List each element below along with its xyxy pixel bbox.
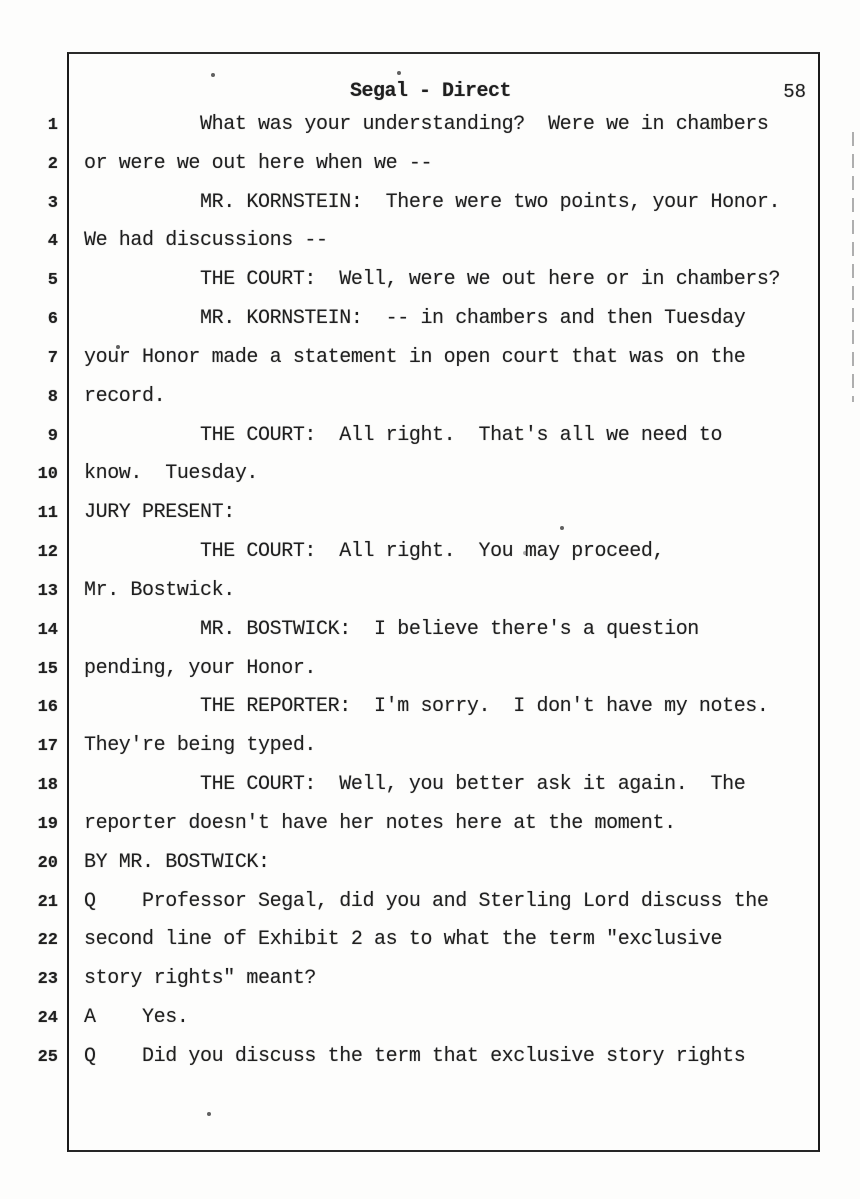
line-number: 13 [37, 581, 58, 601]
line-row: 14 MR. BOSTWICK: I believe there's a que… [0, 611, 860, 650]
line-number: 23 [37, 970, 58, 990]
line-row: 1 What was your understanding? Were we i… [0, 106, 860, 145]
line-text: Mr. Bostwick. [84, 578, 235, 602]
line-row: 8 record. [0, 378, 860, 417]
line-number: 20 [37, 853, 58, 873]
line-number: 2 [47, 154, 58, 174]
line-number: 9 [47, 426, 58, 446]
line-number: 5 [47, 271, 58, 291]
line-text: Q Professor Segal, did you and Sterling … [84, 889, 769, 913]
line-text: story rights" meant? [84, 967, 317, 991]
line-row: 18 THE COURT: Well, you better ask it ag… [0, 766, 860, 805]
page-border [67, 52, 820, 1152]
line-text: We had discussions -- [84, 229, 328, 253]
line-number: 25 [37, 1047, 58, 1067]
line-text: THE COURT: All right. That's all we need… [84, 423, 723, 447]
scan-speck [211, 73, 215, 77]
line-number: 11 [37, 504, 58, 524]
line-text: record. [84, 384, 166, 408]
line-text: second line of Exhibit 2 as to what the … [84, 928, 723, 952]
line-text: They're being typed. [84, 734, 317, 758]
line-text: What was your understanding? Were we in … [84, 113, 769, 136]
line-row: 6 MR. KORNSTEIN: -- in chambers and then… [0, 300, 860, 339]
line-text: THE COURT: All right. You may proceed, [84, 540, 665, 564]
scan-speck [207, 1112, 211, 1116]
line-text: MR. BOSTWICK: I believe there's a questi… [84, 617, 699, 641]
line-row: 10 know. Tuesday. [0, 455, 860, 494]
line-text: MR. KORNSTEIN: There were two points, yo… [84, 190, 781, 214]
line-text: or were we out here when we -- [84, 151, 433, 175]
line-row: 24 A Yes. [0, 999, 860, 1038]
line-row: 5 THE COURT: Well, were we out here or i… [0, 261, 860, 300]
transcript-lines: 1 What was your understanding? Were we i… [0, 106, 860, 1077]
line-row: 3 MR. KORNSTEIN: There were two points, … [0, 184, 860, 223]
line-text: know. Tuesday. [84, 462, 259, 486]
line-number: 6 [47, 310, 58, 330]
line-number: 14 [37, 620, 58, 640]
line-number: 24 [37, 1009, 58, 1029]
line-text: THE REPORTER: I'm sorry. I don't have my… [84, 695, 769, 719]
line-row: 16 THE REPORTER: I'm sorry. I don't have… [0, 688, 860, 727]
line-number: 16 [37, 698, 58, 718]
line-row: 17 They're being typed. [0, 727, 860, 766]
line-number: 12 [37, 543, 58, 563]
line-number: 18 [37, 776, 58, 796]
line-number: 21 [37, 892, 58, 912]
line-text: Q Did you discuss the term that exclusiv… [84, 1044, 746, 1068]
line-text: A Yes. [84, 1006, 189, 1030]
scan-speck [560, 526, 564, 530]
line-text: BY MR. BOSTWICK: [84, 850, 270, 874]
line-text: JURY PRESENT: [84, 501, 235, 525]
line-number: 15 [37, 659, 58, 679]
line-row: 2 or were we out here when we -- [0, 145, 860, 184]
line-number: 19 [37, 814, 58, 834]
line-row: 21 Q Professor Segal, did you and Sterlin… [0, 883, 860, 922]
line-row: 7 your Honor made a statement in open cou… [0, 339, 860, 378]
line-number: 4 [47, 232, 58, 252]
page-title: Segal - Direct [350, 80, 512, 103]
line-number: 10 [37, 465, 58, 485]
page-number: 58 [783, 81, 806, 103]
line-row: 4 We had discussions -- [0, 222, 860, 261]
line-row: 9 THE COURT: All right. That's all we ne… [0, 417, 860, 456]
line-row: 19 reporter doesn't have her notes here a… [0, 805, 860, 844]
line-number: 1 [47, 116, 58, 135]
line-row: 15 pending, your Honor. [0, 650, 860, 689]
line-number: 22 [37, 931, 58, 951]
line-row: 11 JURY PRESENT: [0, 494, 860, 533]
scan-speck [116, 345, 120, 349]
scan-speck [397, 71, 401, 75]
line-text: THE COURT: Well, were we out here or in … [84, 268, 781, 292]
line-row: 20 BY MR. BOSTWICK: [0, 844, 860, 883]
line-row: 22 second line of Exhibit 2 as to what th… [0, 921, 860, 960]
line-row: 12 THE COURT: All right. You may proceed… [0, 533, 860, 572]
line-text: reporter doesn't have her notes here at … [84, 811, 676, 835]
scan-artifact-line [852, 132, 854, 402]
line-number: 8 [47, 387, 58, 407]
line-row: 25 Q Did you discuss the term that exclus… [0, 1038, 860, 1077]
line-row: 13 Mr. Bostwick. [0, 572, 860, 611]
scan-speck [523, 551, 527, 555]
line-number: 3 [47, 193, 58, 213]
line-number: 17 [37, 737, 58, 757]
line-row: 23 story rights" meant? [0, 960, 860, 999]
line-number: 7 [47, 348, 58, 368]
line-text: THE COURT: Well, you better ask it again… [84, 773, 746, 797]
line-text: MR. KORNSTEIN: -- in chambers and then T… [84, 307, 746, 331]
line-text: your Honor made a statement in open cour… [84, 345, 746, 369]
line-text: pending, your Honor. [84, 656, 317, 680]
